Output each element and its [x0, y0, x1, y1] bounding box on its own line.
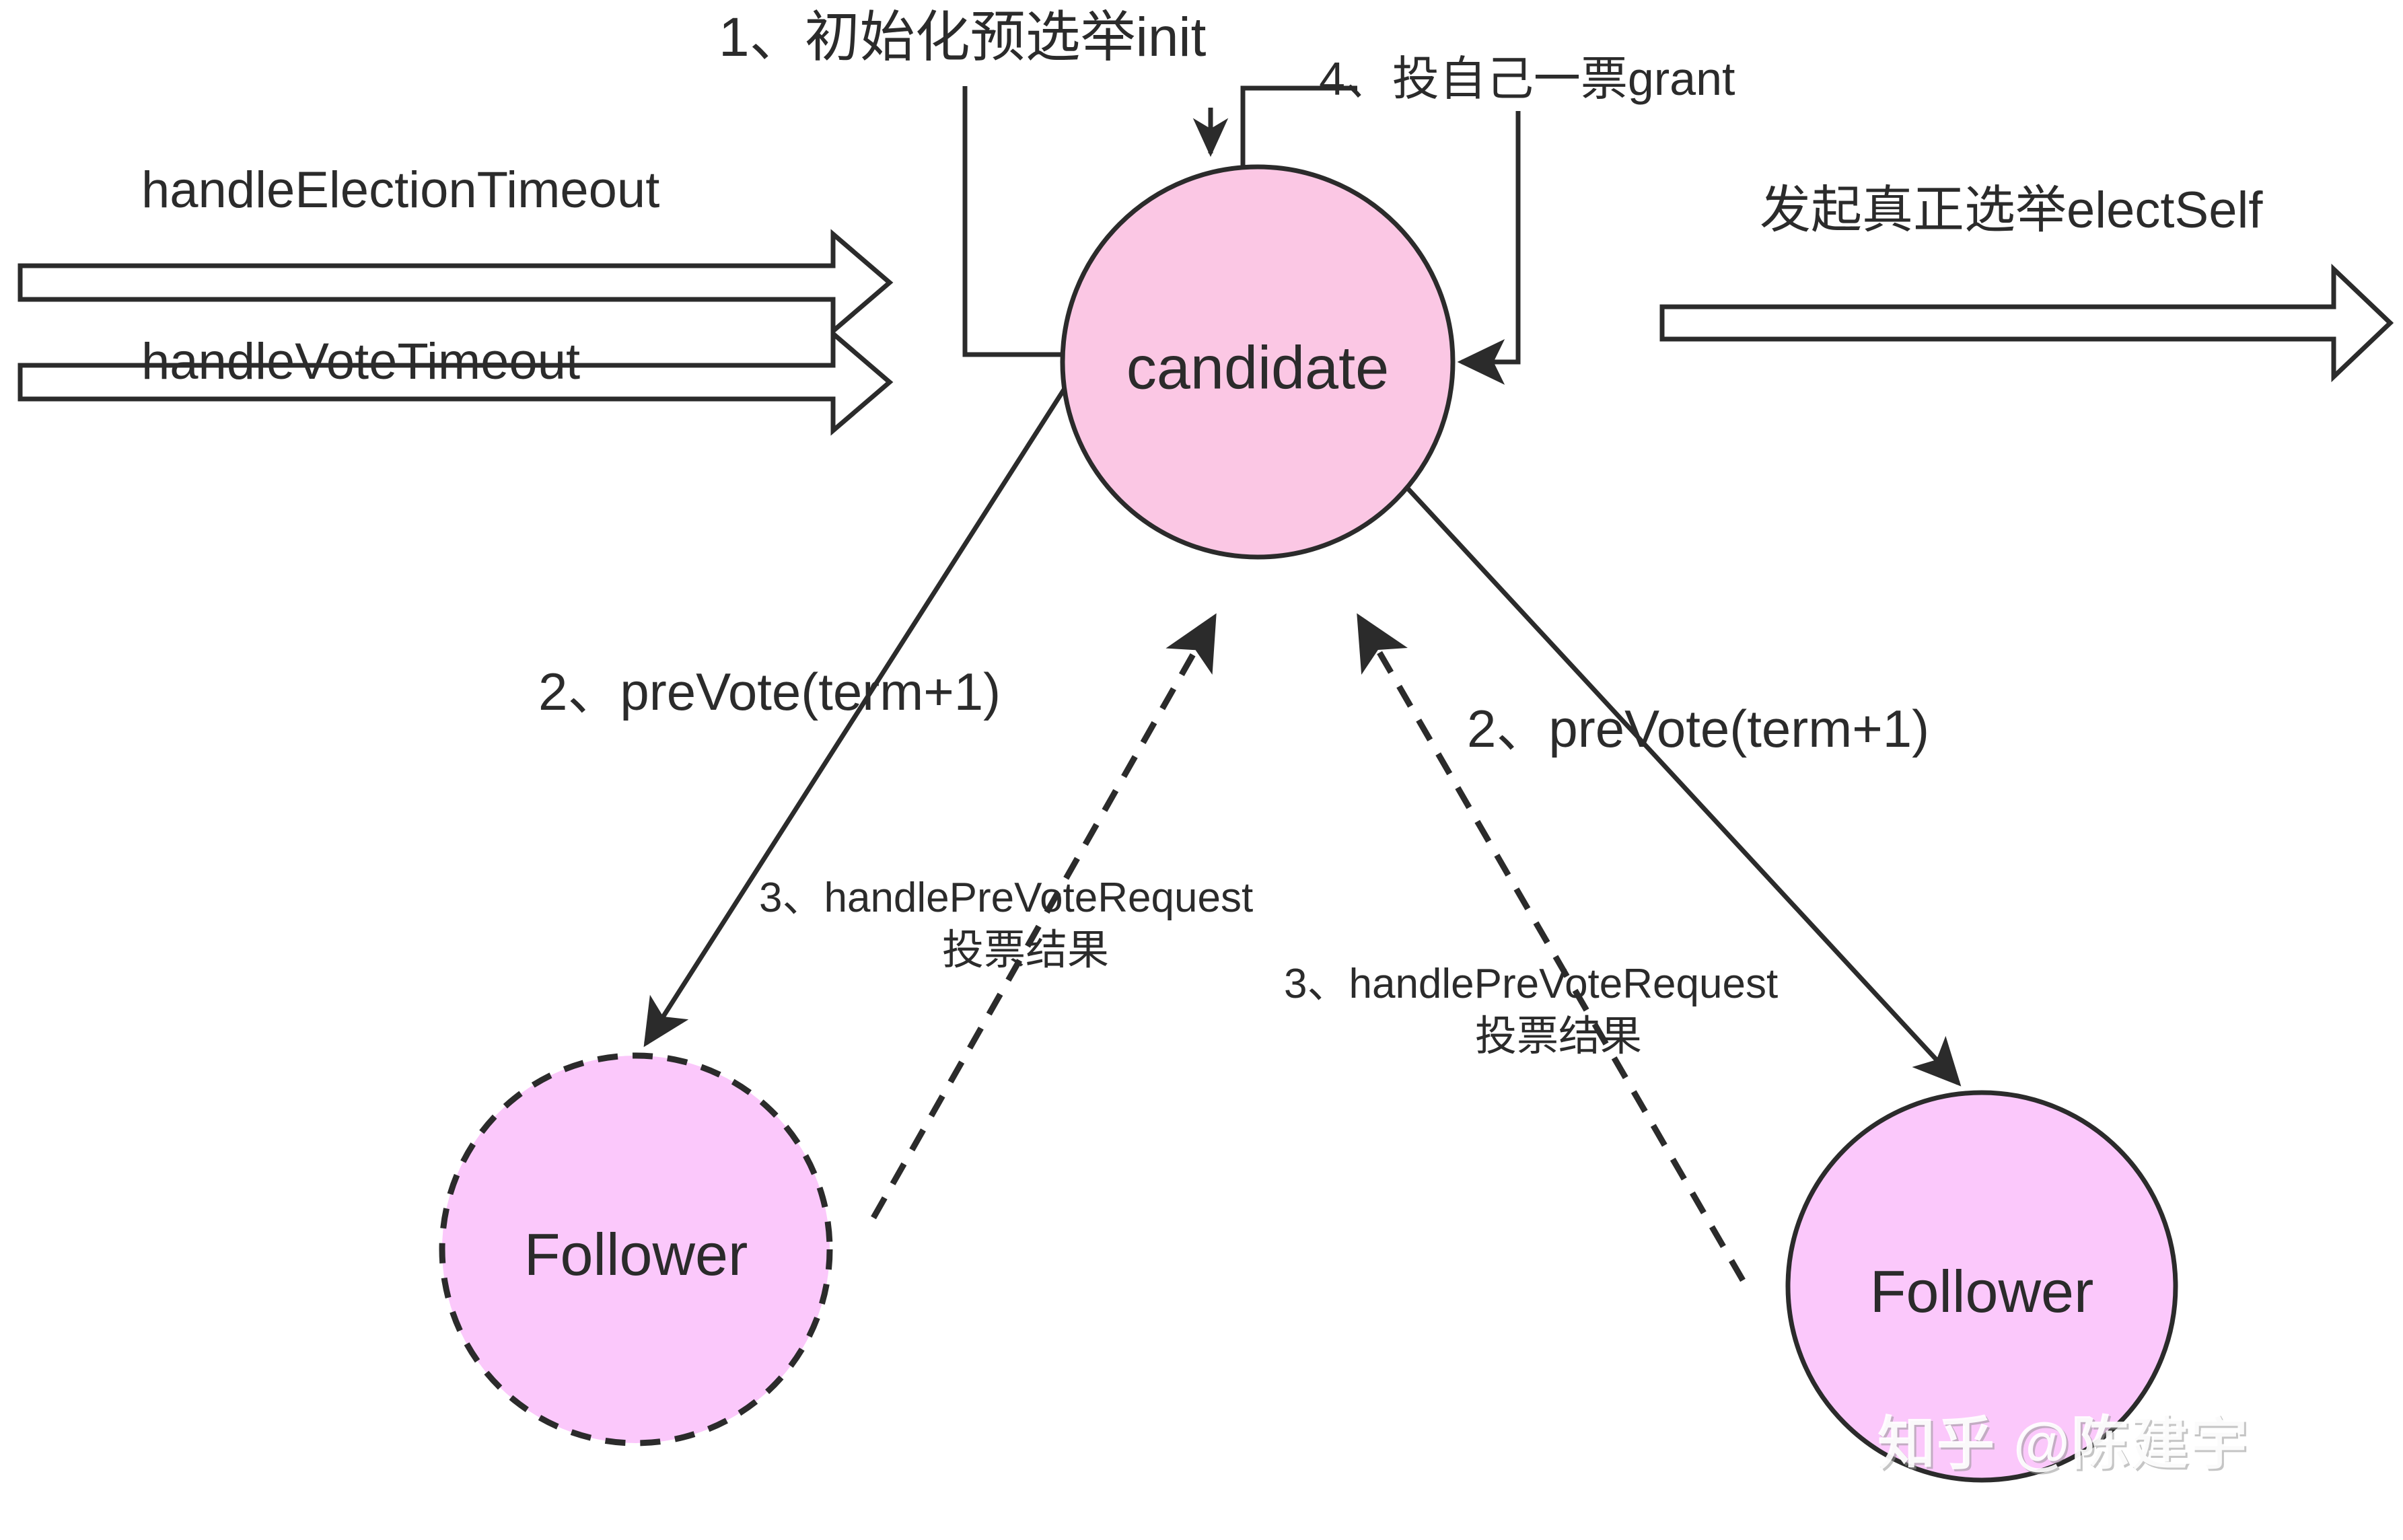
node-candidate[interactable]	[1060, 164, 1456, 560]
label-handle-election-timeout: handleElectionTimeout	[141, 161, 660, 219]
edge-candidate-to-follower-right	[1406, 486, 1962, 1087]
label-step2-prevote-left: 2、preVote(term+1)	[538, 662, 1001, 721]
label-step3-prevote-request-left-line2: 投票结果	[942, 927, 1110, 974]
edge-follower-right-to-candidate	[1357, 613, 1746, 1282]
label-step2-prevote-right: 2、preVote(term+1)	[1467, 699, 1930, 758]
label-elect-self: 发起真正选举electSelf	[1760, 182, 2263, 239]
label-handle-vote-timeout: handleVoteTimeout	[141, 333, 581, 390]
label-step3-prevote-request-right-line2: 投票结果	[1475, 1013, 1643, 1060]
block-arrow-elect-self	[1659, 263, 2394, 383]
label-step1-init: 1、初始化预选举init	[719, 7, 1207, 68]
label-step4-grant: 4、投自己一票grant	[1319, 52, 1735, 105]
block-arrow-handle-election-timeout	[17, 229, 894, 336]
node-follower-left[interactable]	[439, 1052, 833, 1446]
watermark-zhihu: 知乎 @陈建宇	[1877, 1411, 2249, 1476]
label-step3-prevote-request-left-line1: 3、handlePreVoteRequest	[759, 875, 1254, 921]
edge-candidate-to-follower-left	[643, 379, 1072, 1048]
label-step3-prevote-request-right-line1: 3、handlePreVoteRequest	[1284, 961, 1779, 1007]
node-follower-right[interactable]	[1785, 1090, 2178, 1483]
edge-step1-init	[962, 86, 1229, 357]
block-arrow-handle-vote-timeout	[17, 328, 894, 436]
edge-step4-grant-self-loop	[1240, 85, 1521, 386]
